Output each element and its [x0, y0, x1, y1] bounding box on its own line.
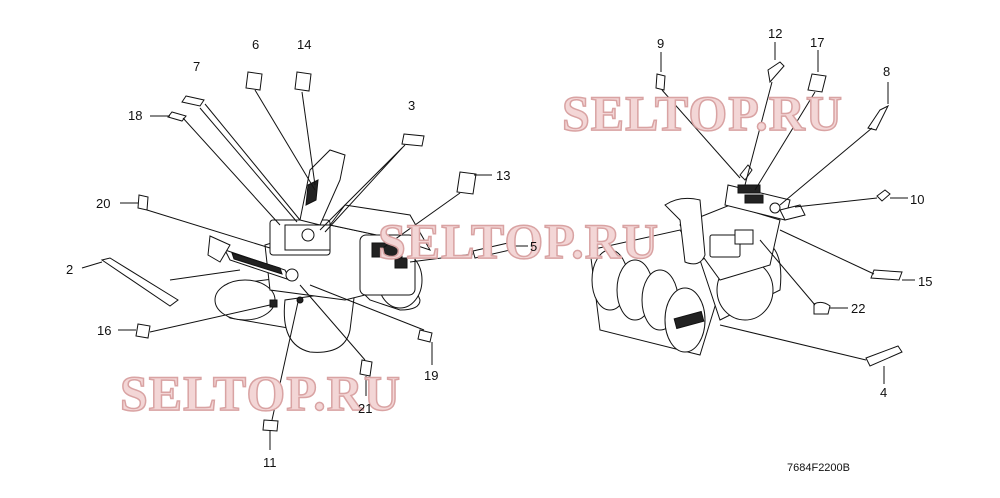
decal-16: [135, 323, 151, 339]
decal-3: [401, 133, 425, 147]
callout-5: 5: [530, 239, 537, 254]
decal-9: [655, 73, 666, 91]
decal-10: [876, 189, 891, 202]
decal-4: [865, 345, 903, 367]
leader-lines: [81, 42, 915, 450]
callout-13: 13: [496, 168, 510, 183]
decal-17: [807, 73, 827, 93]
decal-2: [100, 257, 179, 307]
callout-16: 16: [97, 323, 111, 338]
decal-14: [294, 71, 312, 92]
decal-12: [767, 61, 785, 84]
callout-14: 14: [297, 37, 311, 52]
callout-18: 18: [128, 108, 142, 123]
watermark-bottom-left: SELTOP.RU: [120, 365, 401, 421]
decal-15: [870, 269, 903, 281]
callout-2: 2: [66, 262, 73, 277]
decal-8: [867, 104, 890, 131]
callout-8: 8: [883, 64, 890, 79]
callout-10: 10: [910, 192, 924, 207]
callout-20: 20: [96, 196, 110, 211]
decal-shapes: [100, 61, 903, 432]
callout-7: 7: [193, 59, 200, 74]
decal-7: [181, 95, 205, 107]
decal-20: [137, 194, 149, 211]
callout-9: 9: [657, 36, 664, 51]
callout-17: 17: [810, 35, 824, 50]
snowblower-front-view: [589, 164, 806, 356]
decal-22: [813, 301, 831, 315]
watermark-top-right: SELTOP.RU: [562, 85, 843, 141]
callout-11: 11: [263, 455, 277, 470]
decal-21: [359, 359, 373, 377]
callout-4: 4: [880, 385, 887, 400]
decal-5: [472, 242, 511, 259]
callout-19: 19: [424, 368, 438, 383]
decal-13: [456, 171, 477, 195]
drawing-code: 7684F2200B: [787, 462, 850, 474]
callout-6: 6: [252, 37, 259, 52]
decal-19: [417, 329, 433, 343]
decal-11: [262, 419, 279, 432]
watermark-middle: SELTOP.RU: [378, 213, 659, 269]
decal-6: [245, 71, 263, 91]
snowblower-rear-view: [207, 149, 432, 353]
watermarks: SELTOP.RU SELTOP.RU SELTOP.RU: [119, 84, 843, 422]
callout-15: 15: [918, 274, 932, 289]
callout-22: 22: [851, 301, 865, 316]
decal-18: [167, 111, 187, 122]
callout-12: 12: [768, 26, 782, 41]
callout-labels: 2 3 4 5 6 7 8 9 10 11 12 13 14 15 16 17 …: [66, 26, 932, 470]
callout-21: 21: [358, 401, 372, 416]
callout-3: 3: [408, 98, 415, 113]
